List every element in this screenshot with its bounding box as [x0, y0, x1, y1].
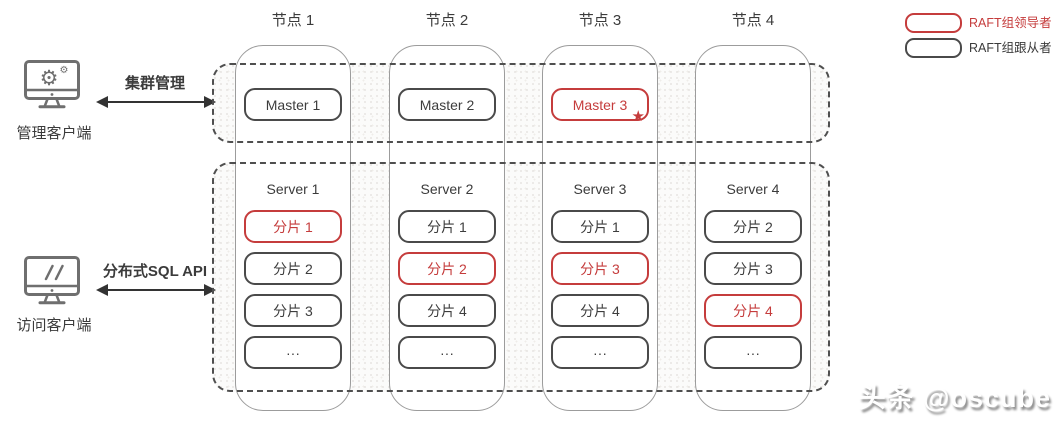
shard-box: 分片 1 [398, 210, 496, 243]
shard-box: 分片 3 [704, 252, 802, 285]
shard-box: 分片 4 [398, 294, 496, 327]
master-box-leader: Master 3 ★ [551, 88, 649, 125]
server-title-4: Server 4 [726, 181, 780, 197]
shard-box: 分片 4 [551, 294, 649, 327]
cluster-management-arrow [96, 96, 216, 108]
shard-box-leader: 分片 2 [398, 252, 496, 285]
arrow-line [108, 100, 204, 104]
svg-text:⚙: ⚙ [60, 65, 69, 76]
shard-box: 分片 1 [551, 210, 649, 243]
shard-box-leader: 分片 1 [244, 210, 342, 243]
arrow-line [108, 288, 204, 292]
shard-box-ellipsis: ··· [551, 336, 649, 369]
server-title-2: Server 2 [420, 181, 474, 197]
shard-box-leader: 分片 3 [551, 252, 649, 285]
legend-leader-label: RAFT组领导者 [969, 16, 1052, 30]
cluster-management-arrow-label: 集群管理 [124, 75, 185, 92]
server-title-1: Server 1 [266, 181, 320, 197]
master-box-follower: Master 2 [398, 88, 496, 121]
sql-api-arrow [96, 284, 216, 296]
arrowhead-left-icon [96, 96, 108, 108]
arrowhead-right-icon [204, 96, 216, 108]
legend-leader-swatch [905, 13, 962, 33]
node-title-1: 节点 1 [271, 12, 315, 29]
server-title-3: Server 3 [573, 181, 627, 197]
shard-box-leader: 分片 4 [704, 294, 802, 327]
shard-box-ellipsis: ··· [704, 336, 802, 369]
shard-box-ellipsis: ··· [398, 336, 496, 369]
monitor-gear-icon: ⚙ ⚙ [24, 60, 80, 112]
shard-box-ellipsis: ··· [244, 336, 342, 369]
legend-follower-swatch [905, 38, 962, 58]
shard-box: 分片 3 [244, 294, 342, 327]
leader-star-icon: ★ [631, 108, 645, 125]
access-client-label: 访问客户端 [16, 317, 92, 334]
sql-api-arrow-label: 分布式SQL API [102, 263, 208, 280]
node-title-4: 节点 4 [731, 12, 775, 29]
node-title-3: 节点 3 [578, 12, 622, 29]
watermark: 头条 @oscube [858, 383, 1051, 413]
shard-box: 分片 2 [704, 210, 802, 243]
monitor-code-icon [24, 256, 80, 308]
master-leader-label: Master 3 [572, 96, 628, 113]
master-box-follower: Master 1 [244, 88, 342, 121]
svg-text:⚙: ⚙ [40, 67, 59, 90]
node-title-2: 节点 2 [425, 12, 469, 29]
management-client-label: 管理客户端 [16, 125, 92, 142]
arrowhead-right-icon [204, 284, 216, 296]
legend-follower-label: RAFT组跟从者 [969, 41, 1052, 55]
shard-box: 分片 2 [244, 252, 342, 285]
arrowhead-left-icon [96, 284, 108, 296]
